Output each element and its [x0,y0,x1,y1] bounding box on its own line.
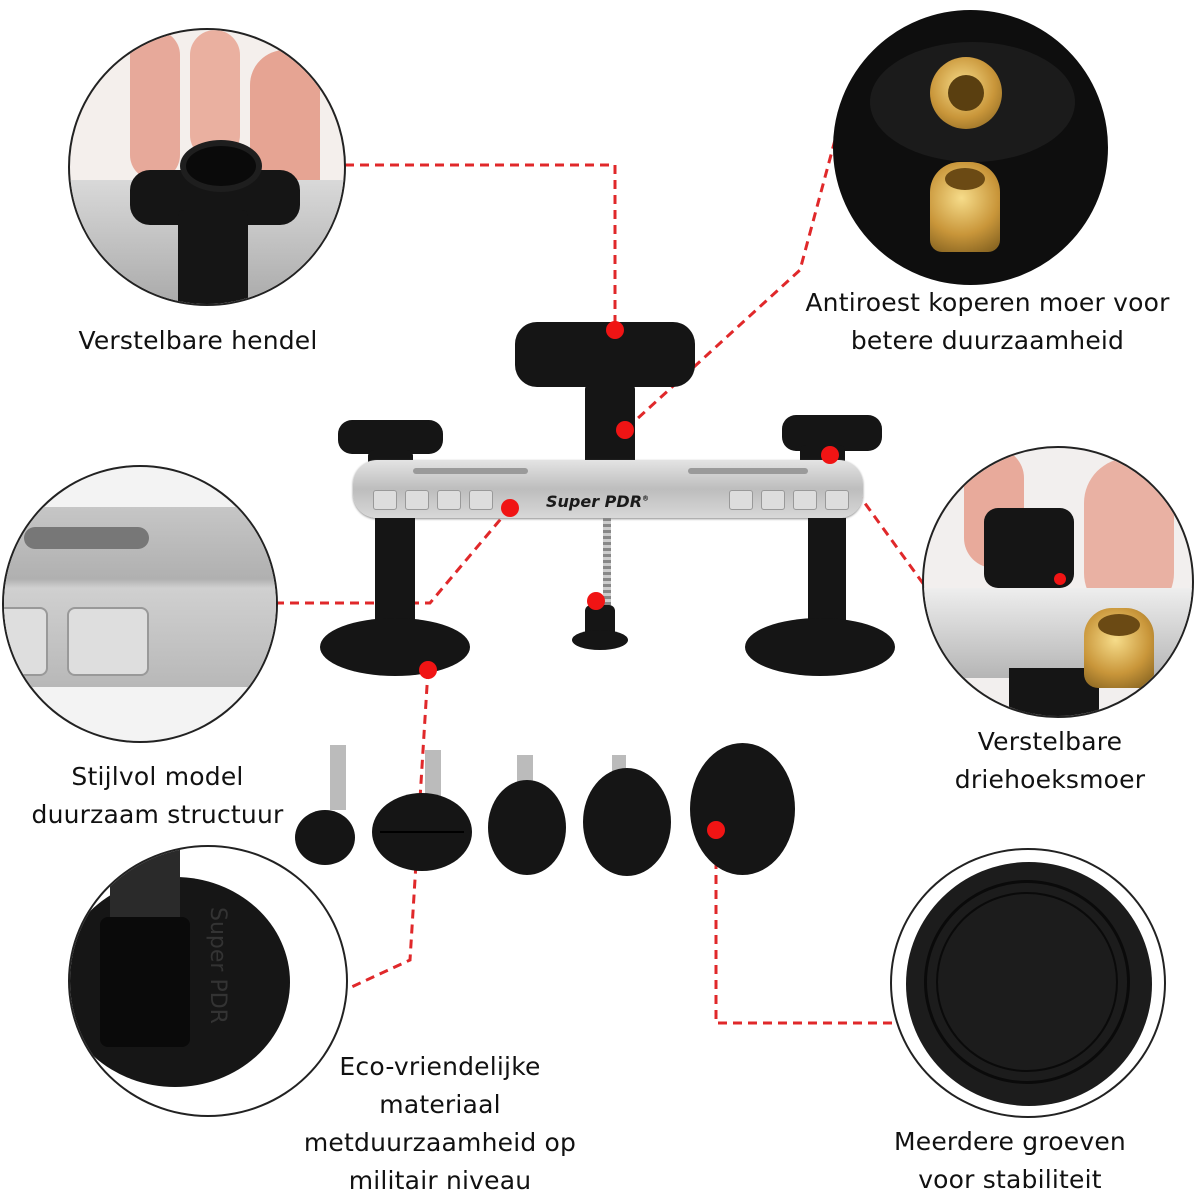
callout-text: materiaal [379,1090,501,1119]
marker-dot-bar [501,499,519,517]
pad-embossed-text: Super PDR [205,907,230,1024]
callout-text: Antiroest koperen moer voor [805,288,1170,317]
product-dent-puller: Super PDR® [320,300,900,700]
detail-circle-grooves [890,848,1166,1118]
detail-circle-handle [68,28,346,306]
marker-dot-center [587,592,605,610]
brass-insert-icon [930,162,1000,252]
callout-text: voor stabiliteit [918,1165,1102,1194]
callout-text: driehoeksmoer [954,765,1146,794]
callout-label-copper-nut: Antiroest koperen moer voor betere duurz… [775,284,1200,360]
marker-dot-copper-nut [616,421,634,439]
marker-dot-triangle-nut [821,446,839,464]
marker-dot-foot [419,661,437,679]
left-foot-pad [320,618,470,676]
brand-logo: Super PDR® [546,492,650,511]
pad-round-xlarge [690,743,795,875]
callout-text: militair niveau [348,1166,532,1195]
callout-text: Eco-vriendelijke [339,1052,541,1081]
detail-circle-triangle-nut [922,446,1194,718]
detail-circle-foot-pad: Super PDR [68,845,348,1117]
pad-oval [372,793,472,871]
callout-text: duurzaam structuur [31,800,284,829]
callout-text: Stijlvol model [71,762,244,791]
detail-circle-copper-nut [833,10,1108,285]
brass-nut-icon [930,57,1002,129]
callout-label-eco-material: Eco-vriendelijke materiaal metduurzaamhe… [275,1048,605,1200]
left-triangle-knob-icon [338,420,443,454]
callout-label-triangle-nut: Verstelbare driehoeksmoer [905,723,1195,799]
callout-text: Meerdere groeven [894,1127,1126,1156]
callout-text: Verstelbare [977,727,1123,756]
callout-label-stylish-model: Stijlvol model duurzaam structuur [0,758,315,834]
right-foot-pad [745,618,895,676]
callout-text: metduurzaamheid op [303,1128,577,1157]
pad-row [290,735,950,885]
center-pull-tab [572,630,628,650]
brass-triangle-nut-icon [1084,608,1154,688]
detail-circle-bar [2,465,278,743]
aluminium-bridge-bar: Super PDR® [353,460,863,518]
callout-text: Verstelbare hendel [78,326,318,355]
pad-small [295,810,355,865]
pad-round-medium [488,780,566,875]
marker-dot-handle [606,321,624,339]
center-star-knob-icon [515,322,695,387]
callout-text: betere duurzaamheid [850,326,1125,355]
pad-round-large [583,768,671,876]
marker-dot-pad [707,821,725,839]
callout-label-multiple-grooves: Meerdere groeven voor stabiliteit [860,1123,1160,1199]
callout-label-adjustable-handle: Verstelbare hendel [38,322,358,360]
